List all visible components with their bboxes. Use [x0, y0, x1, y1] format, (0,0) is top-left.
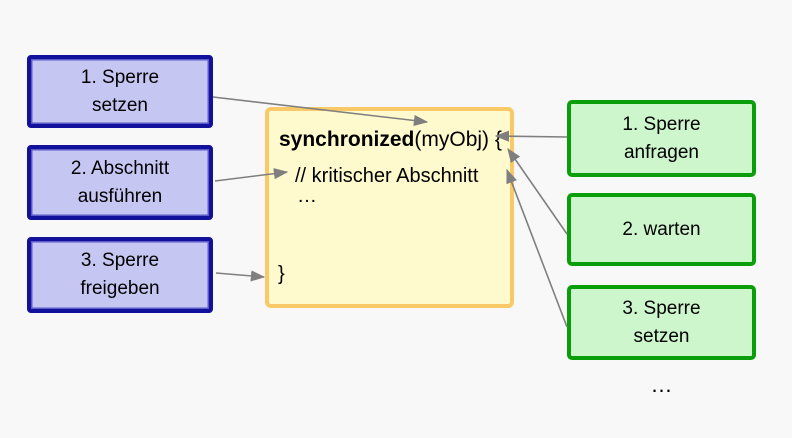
- arrow-set-lock-to-code-icon: [506, 168, 568, 328]
- arrow-wait-to-code-icon: [507, 147, 568, 235]
- step-box-set-lock: 3. Sperre setzen: [567, 285, 756, 360]
- step-box-release-lock: 3. Sperre freigeben: [27, 237, 213, 313]
- code-box: synchronized(myObj) { // kritischer Absc…: [265, 107, 514, 308]
- code-keyword: synchronized: [279, 128, 415, 151]
- step-box-lock-set-label: 1. Sperre setzen: [80, 66, 160, 116]
- step-box-request-lock: 1. Sperre anfragen: [567, 100, 756, 177]
- step-box-set-lock-label: 3. Sperre setzen: [622, 297, 701, 347]
- step-box-wait-label: 2. warten: [622, 218, 701, 240]
- step-box-release-lock-label: 3. Sperre freigeben: [80, 250, 160, 299]
- code-line-ellipsis: …: [297, 185, 317, 207]
- step-box-execute-section: 2. Abschnitt ausführen: [27, 145, 213, 220]
- arrow-release-lock-to-code-icon: [215, 270, 266, 282]
- step-box-lock-set: 1. Sperre setzen: [27, 55, 213, 128]
- code-line-comment: // kritischer Abschnitt: [295, 165, 479, 187]
- code-line-synchronized: synchronized(myObj) {: [279, 127, 502, 153]
- more-steps-ellipsis: …: [650, 372, 673, 397]
- code-args: (myObj) {: [414, 128, 502, 151]
- step-box-execute-section-label: 2. Abschnitt ausführen: [70, 157, 170, 207]
- step-box-wait: 2. warten: [567, 193, 756, 266]
- code-line-closing-brace: }: [278, 263, 285, 285]
- step-box-request-lock-label: 1. Sperre anfragen: [622, 113, 701, 163]
